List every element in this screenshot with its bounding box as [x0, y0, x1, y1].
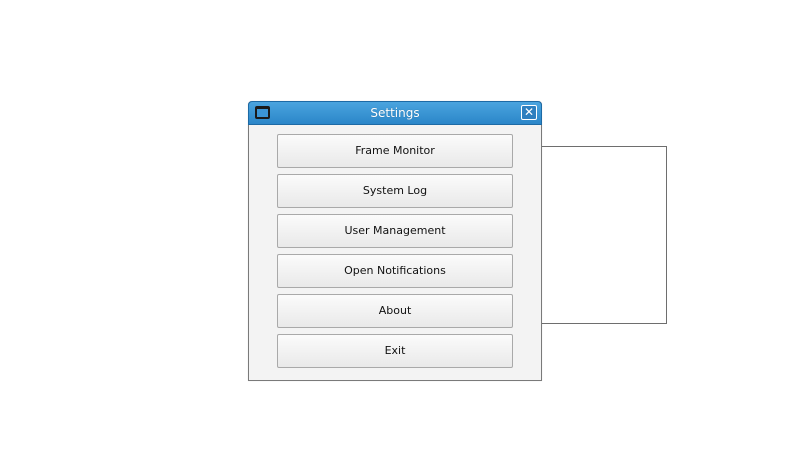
exit-button[interactable]: Exit [277, 334, 513, 368]
button-list: Frame Monitor System Log User Management… [277, 134, 513, 374]
open-notifications-button[interactable]: Open Notifications [277, 254, 513, 288]
settings-dialog: Settings ✕ Frame Monitor System Log User… [248, 101, 542, 381]
titlebar[interactable]: Settings ✕ [248, 101, 542, 125]
user-management-button[interactable]: User Management [277, 214, 513, 248]
system-log-button[interactable]: System Log [277, 174, 513, 208]
close-icon[interactable]: ✕ [521, 105, 537, 120]
about-button[interactable]: About [277, 294, 513, 328]
frame-monitor-button[interactable]: Frame Monitor [277, 134, 513, 168]
window-icon [255, 106, 270, 119]
dialog-title: Settings [370, 106, 420, 120]
